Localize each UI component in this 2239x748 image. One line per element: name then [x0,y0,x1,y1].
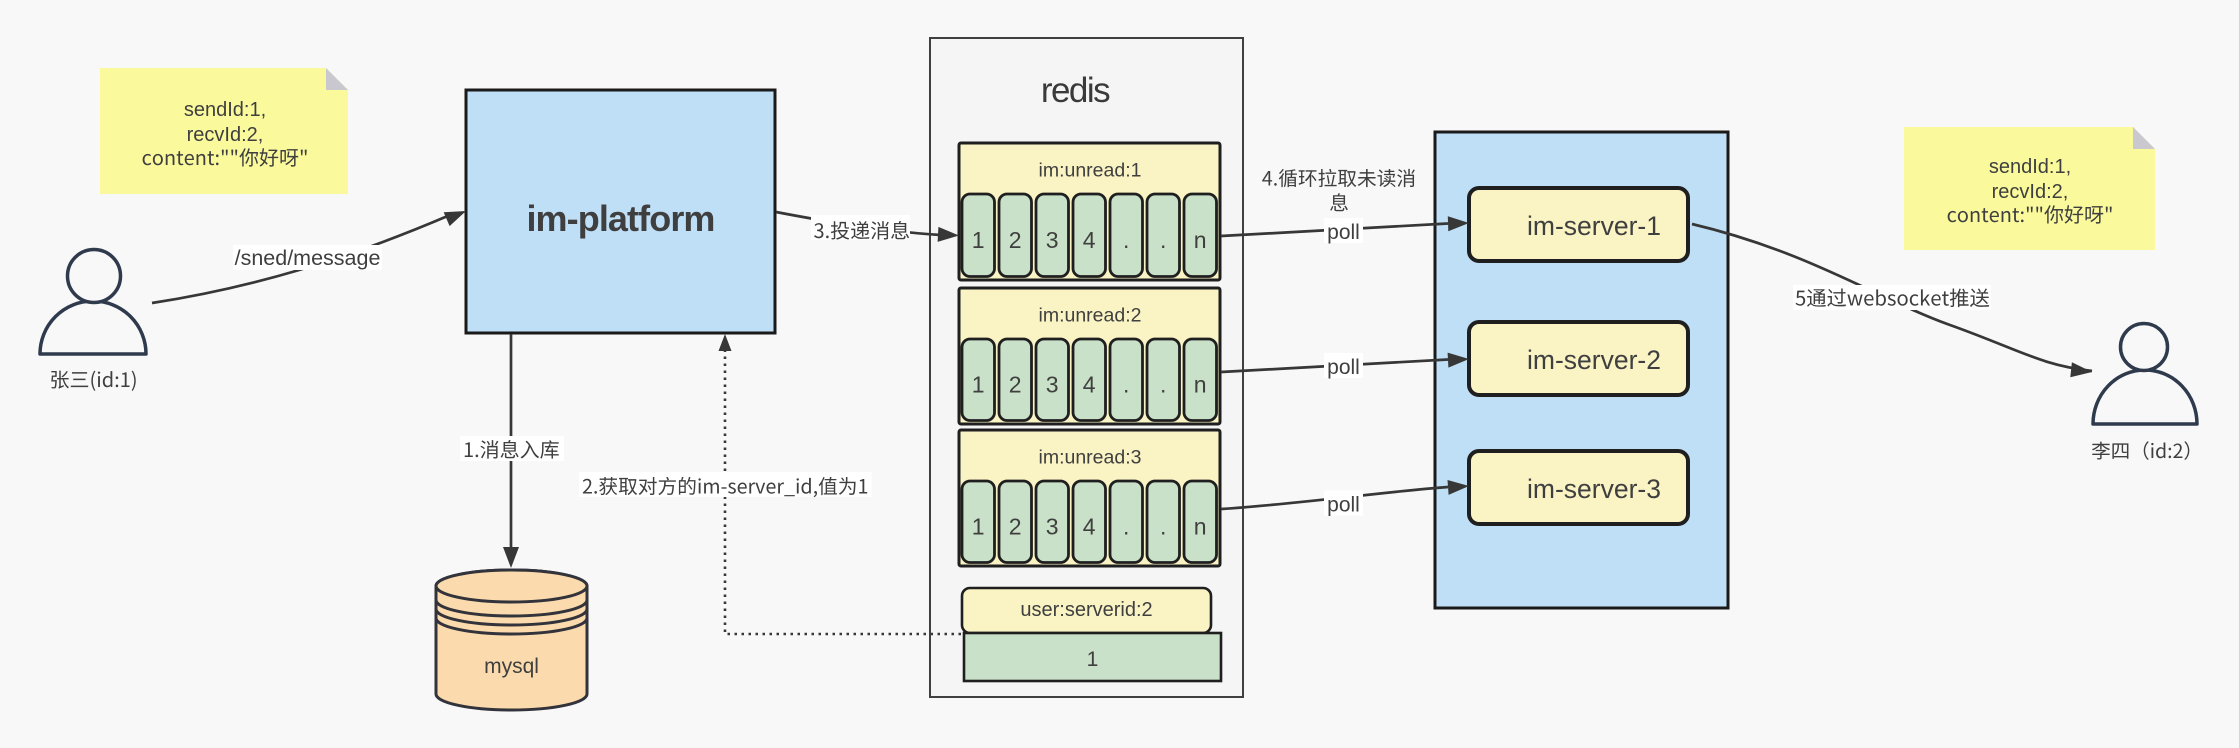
svg-text:4: 4 [1083,371,1096,397]
svg-text:4: 4 [1083,227,1096,253]
svg-text:.: . [1123,513,1129,539]
svg-text:2: 2 [1009,371,1022,397]
svg-text:poll: poll [1327,494,1360,517]
svg-text:im-platform: im-platform [526,198,714,239]
svg-text:3: 3 [1046,513,1059,539]
svg-text:poll: poll [1327,356,1360,379]
svg-text:im-server-1: im-server-1 [1527,211,1661,241]
svg-text:im-server-2: im-server-2 [1527,345,1661,375]
svg-text:.: . [1160,371,1166,397]
svg-text:.: . [1123,227,1129,253]
svg-text:sendId:1,: sendId:1, [1989,156,2071,178]
svg-text:n: n [1194,371,1207,397]
svg-text:/sned/message: /sned/message [235,246,381,270]
svg-text:4: 4 [1083,513,1096,539]
svg-text:im:unread:3: im:unread:3 [1039,447,1142,469]
svg-text:3: 3 [1046,371,1059,397]
svg-text:im:unread:2: im:unread:2 [1039,305,1142,327]
svg-text:.: . [1160,227,1166,253]
svg-text:sendId:1,: sendId:1, [184,99,266,121]
svg-text:1: 1 [972,227,985,253]
svg-text:recvId:2,: recvId:2, [1992,181,2069,203]
svg-text:2: 2 [1009,513,1022,539]
svg-text:mysql: mysql [484,655,539,678]
svg-text:user:serverid:2: user:serverid:2 [1020,599,1152,621]
svg-text:.: . [1160,513,1166,539]
svg-text:redis: redis [1041,71,1110,110]
svg-text:3: 3 [1046,227,1059,253]
svg-text:.: . [1123,371,1129,397]
svg-text:1: 1 [972,371,985,397]
svg-text:n: n [1194,227,1207,253]
svg-text:n: n [1194,513,1207,539]
svg-text:1: 1 [972,513,985,539]
svg-text:im:unread:1: im:unread:1 [1039,160,1142,182]
svg-text:2: 2 [1009,227,1022,253]
svg-text:1: 1 [1087,648,1099,671]
svg-text:im-server-3: im-server-3 [1527,474,1661,504]
svg-text:recvId:2,: recvId:2, [187,124,264,146]
svg-text:poll: poll [1327,221,1360,244]
